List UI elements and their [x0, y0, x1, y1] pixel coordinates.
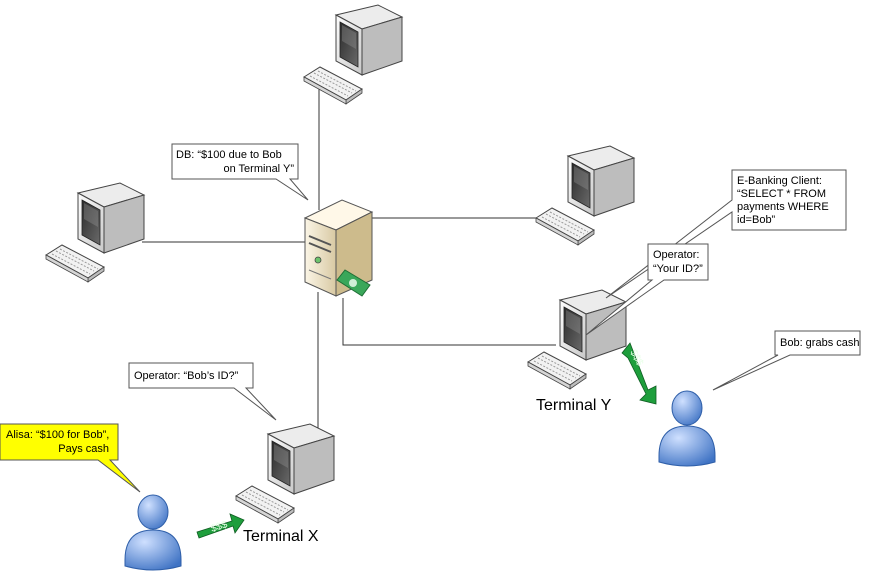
callout-operator-y-line-2: “Your ID?” [653, 263, 703, 275]
callout-db-line-1: DB: “$100 due to Bob [176, 149, 282, 161]
money-label-x: $$$ [210, 519, 230, 535]
network-connections [142, 78, 556, 438]
money-arrow-to-terminal-x: $$$ [196, 513, 245, 539]
callout-db-line-2: on Terminal Y” [223, 163, 294, 175]
callout-alisa: Alisa: “$100 for Bob”, Pays cash [0, 423, 141, 493]
callout-operator-x-line-1: Operator: “Bob’s ID?” [134, 370, 239, 382]
callout-ebanking-line-3: payments WHERE [737, 201, 829, 213]
callout-bob: Bob: grabs cash [712, 330, 861, 391]
money-label-y: $$$ [627, 348, 645, 368]
callout-alisa-line-1: Alisa: “$100 for Bob”, [6, 429, 109, 441]
callout-db: DB: “$100 due to Bob on Terminal Y” [171, 143, 309, 201]
callout-ebanking-line-2: “SELECT * FROM [737, 188, 826, 200]
callout-ebanking-client: E-Banking Client: “SELECT * FROM payment… [605, 169, 847, 299]
computer-right [535, 145, 635, 246]
terminal-x-computer [235, 423, 335, 524]
callout-bob-line-1: Bob: grabs cash [780, 337, 860, 349]
callout-ebanking-line-1: E-Banking Client: [737, 175, 822, 187]
db-server [303, 199, 374, 297]
terminal-y-label: Terminal Y [536, 397, 612, 414]
terminal-y-computer [527, 289, 627, 390]
banknote-icon [336, 269, 371, 297]
callout-operator-y: Operator: “Your ID?” [585, 243, 709, 336]
callout-ebanking-line-4: id=Bob” [737, 214, 776, 226]
money-arrow-from-terminal-y: $$$ [621, 342, 657, 405]
callout-alisa-line-2: Pays cash [58, 443, 109, 455]
computer-left [45, 182, 145, 283]
computer-top [303, 4, 403, 105]
terminal-x-label: Terminal X [243, 528, 319, 545]
callout-operator-y-line-1: Operator: [653, 249, 699, 261]
bob-person-icon [658, 390, 716, 467]
callout-operator-x: Operator: “Bob’s ID?” [128, 362, 277, 421]
link-terminal-y [342, 298, 556, 346]
alisa-person-icon [124, 494, 182, 571]
